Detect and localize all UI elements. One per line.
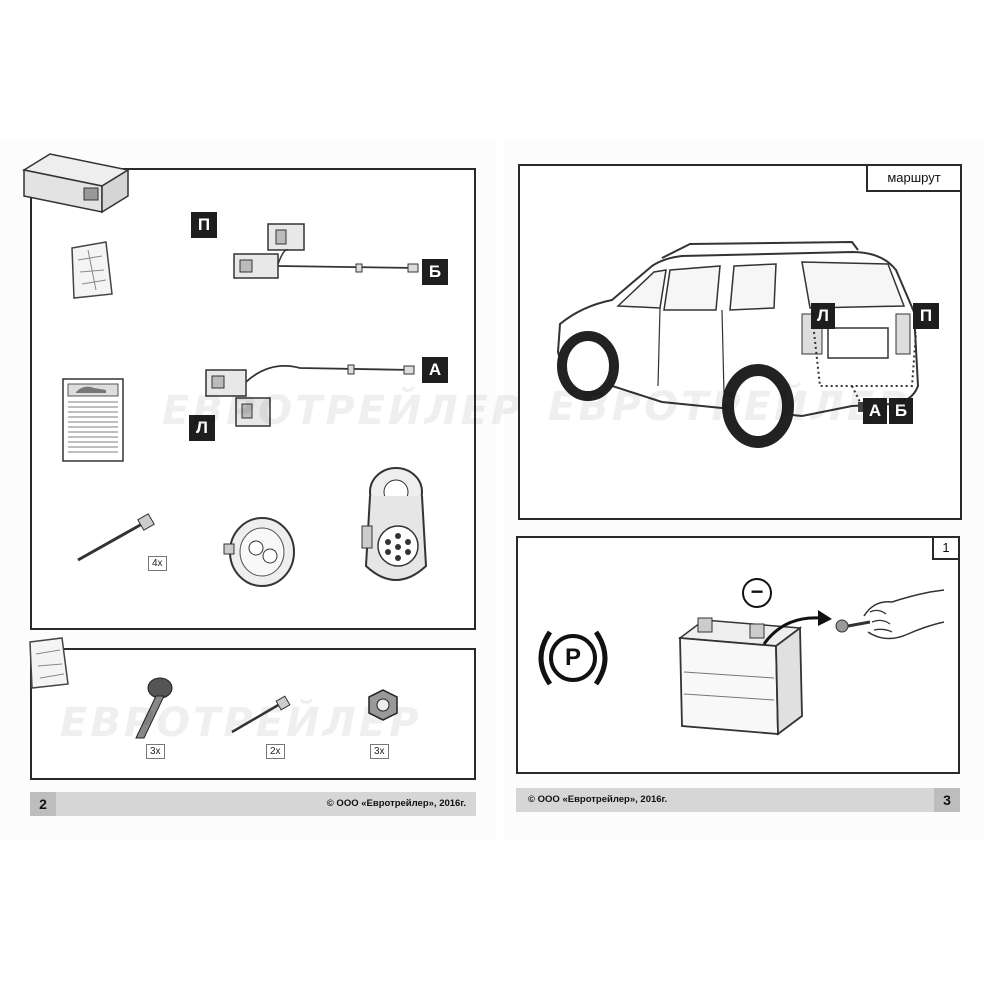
arrow-icon	[762, 610, 832, 645]
route-label: маршрут	[866, 166, 960, 192]
car-tag-b: Б	[889, 398, 913, 424]
step-1-panel	[516, 536, 960, 774]
copyright-right: © ООО «Евротрейлер», 2016г.	[528, 794, 668, 805]
car-tag-a: А	[863, 398, 887, 424]
bolt-icon	[135, 677, 173, 739]
car-illustration	[556, 240, 920, 448]
car-tag-right: П	[913, 303, 939, 329]
left-footer: 2 © ООО «Евротрейлер», 2016г.	[30, 792, 476, 816]
fastener-bag-icon	[29, 637, 69, 689]
tag-right-connector: П	[191, 212, 217, 238]
page-number-3: 3	[934, 788, 960, 812]
harness-left-icon	[205, 364, 415, 427]
copyright-left: © ООО «Евротрейлер», 2016г.	[326, 798, 466, 809]
watermark-right-1: ЕВРОТРЕЙЛЕР	[548, 384, 910, 430]
qty-screw-2: 2x	[266, 744, 285, 759]
trailer-socket-icon	[361, 467, 428, 581]
minus-circle-icon: −	[742, 578, 772, 608]
instruction-manual-icon	[62, 378, 124, 462]
bag-icon	[71, 241, 113, 299]
hand-icon	[835, 589, 945, 640]
tag-left-connector: Л	[189, 415, 215, 441]
page-number-2: 2	[30, 792, 56, 816]
watermark-left-1: ЕВРОТРЕЙЛЕР	[162, 388, 524, 434]
car-tag-left: Л	[811, 303, 835, 329]
qty-bolt-3: 3x	[146, 744, 165, 759]
tag-a-wire: А	[422, 357, 448, 383]
package-box-icon	[21, 153, 131, 214]
parking-brake-icon	[538, 630, 608, 686]
parking-symbol-letter: P	[564, 644, 581, 671]
qty-screw-4: 4x	[148, 556, 167, 571]
watermark-left-2: ЕВРОТРЕЙЛЕР	[60, 700, 422, 746]
nut-icon	[368, 689, 398, 721]
qty-nut-3: 3x	[370, 744, 389, 759]
harness-right-icon	[233, 223, 419, 279]
self-tapping-screw-icon	[77, 513, 155, 562]
battery-icon	[677, 617, 803, 736]
small-screw-icon	[231, 695, 291, 734]
step-number: 1	[932, 538, 958, 560]
socket-mounting-plate-icon	[223, 517, 295, 587]
tag-b-wire: Б	[422, 259, 448, 285]
fasteners-panel	[30, 648, 476, 780]
right-footer: © ООО «Евротрейлер», 2016г. 3	[516, 788, 960, 812]
